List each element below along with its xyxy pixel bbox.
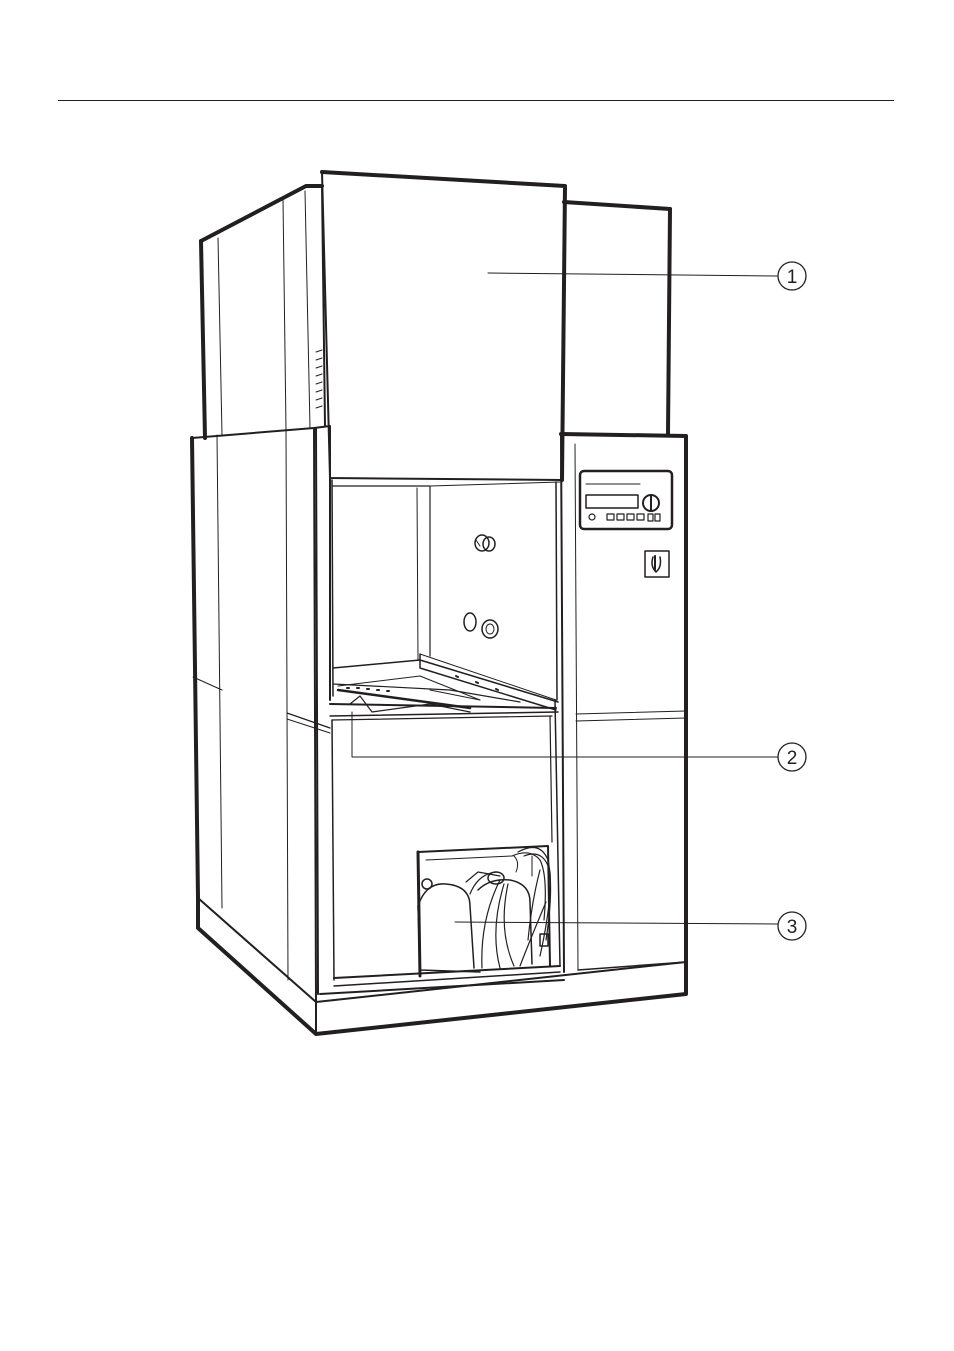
- callout-2-label: 2: [787, 748, 798, 769]
- plinth: [198, 898, 686, 1034]
- detergent-container: [418, 846, 551, 976]
- callout-3-label: 3: [787, 917, 798, 938]
- spray-nozzle-icon: [475, 535, 495, 551]
- callout-1-label: 1: [787, 267, 798, 288]
- wash-rack: [330, 654, 558, 716]
- callout-1: 1: [778, 262, 806, 290]
- callout-2: 2: [778, 743, 806, 771]
- lower-cabinet: [316, 428, 564, 994]
- hood-left: [201, 186, 325, 438]
- control-panel[interactable]: [580, 471, 672, 529]
- callout-3: 3: [778, 912, 806, 940]
- leader-line-1: [488, 273, 778, 276]
- spray-nozzle-icon: [464, 613, 498, 638]
- leader-line-3: [455, 922, 778, 924]
- wash-chamber: [314, 426, 560, 700]
- main-switch-icon[interactable]: [645, 551, 669, 577]
- left-side-panel: [192, 428, 330, 1002]
